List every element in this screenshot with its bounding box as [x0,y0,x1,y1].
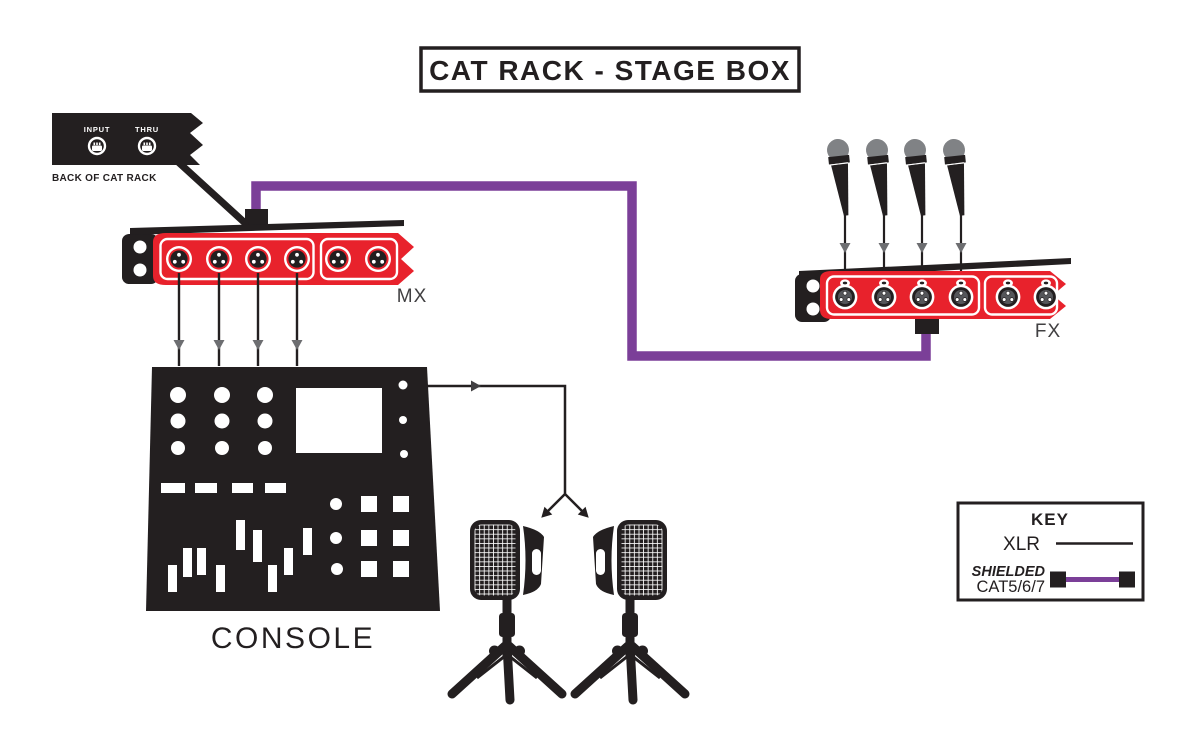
xlr-cable-catrack-to-mx [172,156,249,227]
cat-connector-fx [915,316,939,334]
page-title: CAT RACK - STAGE BOX [429,55,791,86]
title-box: CAT RACK - STAGE BOX [419,46,801,93]
speaker-left [452,520,562,700]
cat-rack-panel [52,113,203,165]
console-to-speakers-cable [420,380,593,522]
key-legend: KEY XLR SHIELDED CAT5/6/7 [956,501,1145,602]
fx-stage-box: FX [795,258,1071,342]
console-pad-cluster [330,496,409,577]
microphone-1 [825,137,857,218]
microphones [825,137,973,281]
speaker-right [575,520,685,700]
mx-xlr-port-2 [206,246,232,272]
console-screen [296,388,382,453]
ethercon-thru-port: THRU [135,125,159,156]
speaker-right-cabinet [593,520,667,600]
console: CONSOLE [146,367,440,655]
mx-xlr-port-1 [166,246,192,272]
mx-panel [153,233,414,285]
speaker-right-stand [575,597,685,700]
cat-rack-back: INPUT THRU BACK OF CAT RACK [52,113,203,184]
console-label: CONSOLE [211,622,375,655]
thru-port-label: THRU [135,125,159,134]
mx-top-bar [130,220,404,235]
shielded-cat-cable [251,181,931,361]
microphone-3 [902,137,934,218]
input-port-label: INPUT [84,125,111,134]
mx-xlr-port-6 [365,246,391,272]
key-cat-connector-right [1119,571,1135,588]
key-shielded-label: SHIELDED [972,564,1046,580]
microphone-2 [864,137,896,218]
mx-label: MX [397,286,428,307]
microphone-4 [941,137,973,218]
mx-stage-box: MX [122,220,428,307]
key-title: KEY [1031,510,1069,529]
speaker-left-stand [452,597,562,700]
console-faders [168,520,312,592]
key-xlr-label: XLR [1003,534,1040,555]
console-buttons-row [161,483,286,493]
mx-xlr-port-4 [284,246,310,272]
key-cat-label: CAT5/6/7 [977,578,1045,596]
mx-rack-ear [122,234,158,284]
title-border [419,46,801,93]
fx-label: FX [1035,321,1061,342]
cat-connector-mx [245,209,268,228]
key-cat-connector-left [1050,571,1066,588]
speaker-left-cabinet [470,520,544,600]
console-side-leds [398,380,408,458]
mx-xlr-port-5 [325,246,351,272]
mx-xlr-port-3 [245,246,271,272]
ethercon-input-port: INPUT [84,125,111,156]
mx-to-console-arrows [173,273,303,366]
console-knobs [170,387,273,455]
cat-rack-caption: BACK OF CAT RACK [52,173,157,184]
